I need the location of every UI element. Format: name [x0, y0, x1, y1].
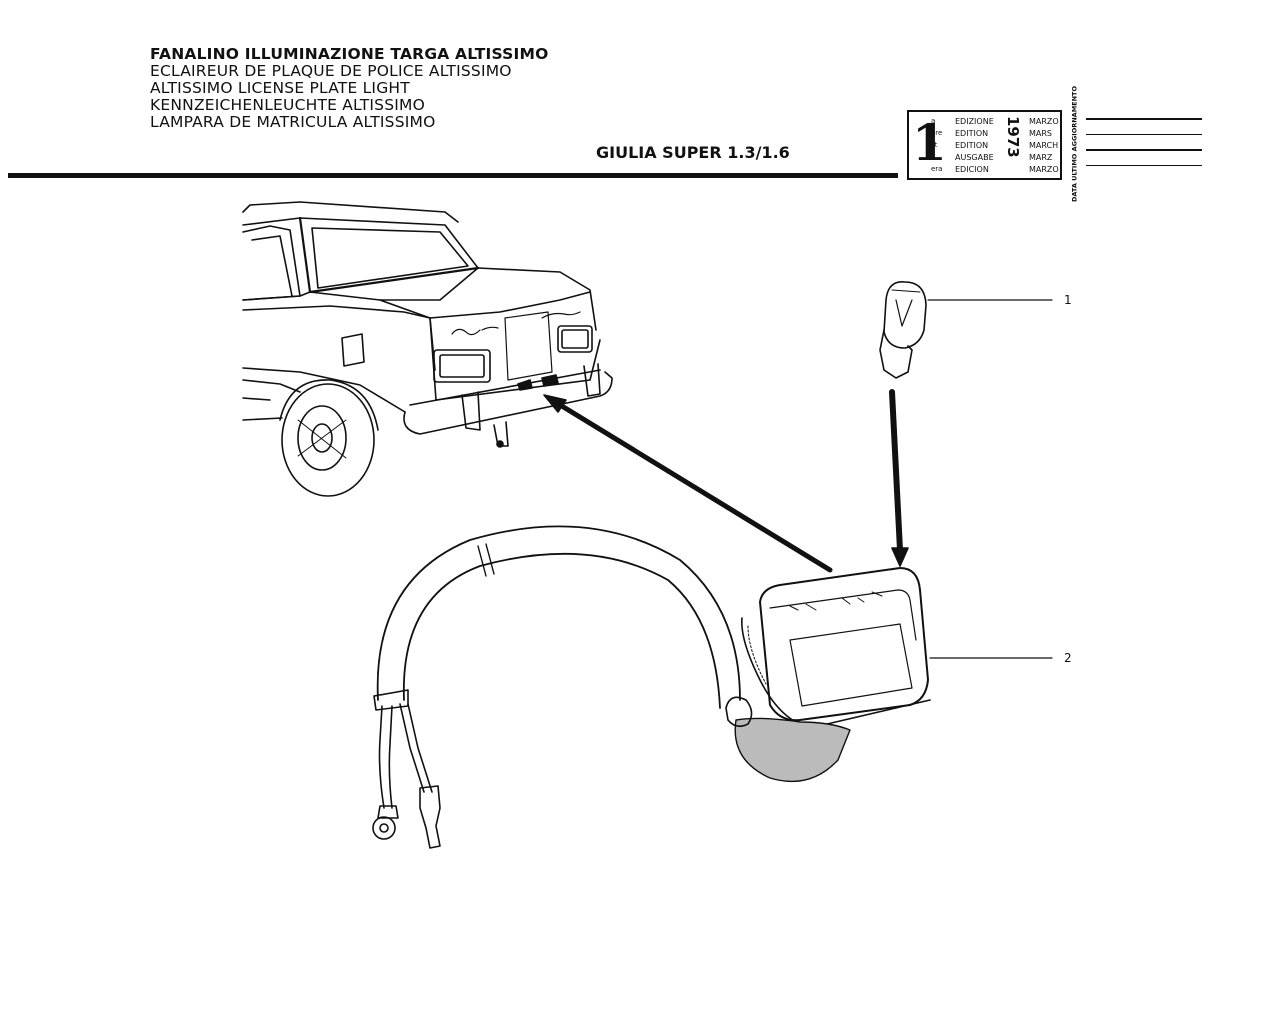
- title-spanish: LAMPARA DE MATRICULA ALTISSIMO: [150, 113, 436, 131]
- lamp-housing-part: [734, 567, 1053, 783]
- update-date-lines: [1086, 118, 1202, 180]
- edition-number: 1: [912, 113, 947, 172]
- edition-word: AUSGABE: [955, 153, 994, 162]
- edition-month: MARZ: [1029, 153, 1053, 162]
- edition-suffix: .: [931, 153, 934, 161]
- arrow-to-car: [543, 394, 833, 573]
- edition-suffix: era: [931, 165, 943, 173]
- callout-1: 1: [1064, 293, 1072, 307]
- edition-suffix: ere: [931, 129, 943, 137]
- edition-year-text: 1973: [1004, 116, 1022, 158]
- update-line: [1086, 149, 1202, 151]
- model-name: GIULIA SUPER 1.3/1.6: [596, 143, 790, 162]
- title-italian: FANALINO ILLUMINAZIONE TARGA ALTISSIMO: [150, 45, 549, 63]
- edition-month: MARZO: [1029, 165, 1059, 174]
- edition-box: 1 a ere st . era EDIZIONE EDITION EDITIO…: [907, 110, 1062, 180]
- arrow-to-lamp: [889, 389, 909, 567]
- edition-word: EDITION: [955, 141, 989, 150]
- update-line: [1086, 133, 1202, 135]
- edition-word: EDITION: [955, 129, 989, 138]
- edition-month: MARZO: [1029, 117, 1059, 126]
- edition-month: MARS: [1029, 129, 1053, 138]
- edition-month: MARCH: [1029, 141, 1059, 150]
- title-german: KENNZEICHENLEUCHTE ALTISSIMO: [150, 96, 426, 114]
- edition-word: EDIZIONE: [955, 117, 994, 126]
- edition-word: EDICION: [955, 165, 989, 174]
- update-line: [1086, 164, 1202, 166]
- edition-year: 1973: [1004, 116, 1022, 158]
- cable-harness: [372, 525, 753, 849]
- edition-suffix: st: [931, 141, 938, 149]
- title-block: FANALINO ILLUMINAZIONE TARGA ALTISSIMO E…: [150, 46, 548, 131]
- title-french: ECLAIREUR DE PLAQUE DE POLICE ALTISSIMO: [150, 62, 512, 80]
- edition-suffix: a: [931, 117, 936, 125]
- header-rule: [8, 173, 898, 178]
- callout-2: 2: [1064, 651, 1072, 665]
- update-line: [1086, 118, 1202, 120]
- car-rear-illustration: [242, 201, 613, 497]
- title-english: ALTISSIMO LICENSE PLATE LIGHT: [150, 79, 410, 97]
- bulb-part: [879, 281, 1053, 379]
